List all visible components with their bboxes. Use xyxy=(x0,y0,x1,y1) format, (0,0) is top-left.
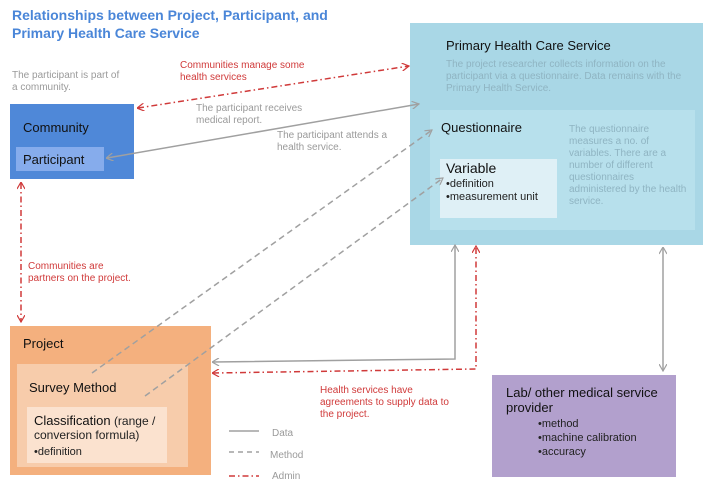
data-link-project-phcs xyxy=(213,245,455,362)
method-link-survey-questionnaire xyxy=(91,130,432,374)
legend-data-label: Data xyxy=(272,428,294,439)
variable-item: measurement unit xyxy=(446,191,538,204)
admin-link-project-phcs xyxy=(213,246,476,373)
legend-admin-label: Admin xyxy=(272,471,301,482)
lab-item: machine calibration xyxy=(538,431,637,445)
phcs-description: The project researcher collects informat… xyxy=(446,59,682,94)
classification-title: Classification xyxy=(34,413,111,428)
lab-item: accuracy xyxy=(538,445,637,459)
diagram-title: Relationships between Project, Participa… xyxy=(12,7,328,41)
variable-item: definition xyxy=(446,178,538,191)
note-participant-part-of-community: The participant is part of a community. xyxy=(12,70,120,93)
questionnaire-label: Questionnaire xyxy=(441,120,522,135)
lab-list: method machine calibration accuracy xyxy=(538,417,637,459)
classification-suffix: (range / conversion formula) xyxy=(34,414,156,442)
community-label: Community xyxy=(23,120,89,135)
note-health-services-agreements: Health services have agreements to suppl… xyxy=(320,385,449,420)
lab-label: Lab/ other medical service provider xyxy=(506,385,658,415)
questionnaire-description: The questionnaire measures a no. of vari… xyxy=(569,124,687,207)
variable-list: definition measurement unit xyxy=(446,178,538,204)
phcs-label: Primary Health Care Service xyxy=(446,38,611,53)
data-link-participant-phcs xyxy=(107,104,419,158)
classification-label: Classification (range / conversion formu… xyxy=(34,413,164,443)
legend-method-label: Method xyxy=(270,450,304,461)
note-communities-partners: Communities are partners on the project. xyxy=(28,261,131,284)
classification-list: definition xyxy=(34,446,82,458)
admin-link-community-phcs xyxy=(138,66,409,108)
lab-item: method xyxy=(538,417,637,431)
project-label: Project xyxy=(23,336,64,351)
variable-label: Variable xyxy=(446,160,497,176)
survey-method-label: Survey Method xyxy=(29,380,117,395)
method-link-classification-variable xyxy=(144,178,443,397)
participant-box[interactable] xyxy=(16,147,104,171)
classification-item: definition xyxy=(34,446,82,458)
participant-label: Participant xyxy=(23,152,85,167)
